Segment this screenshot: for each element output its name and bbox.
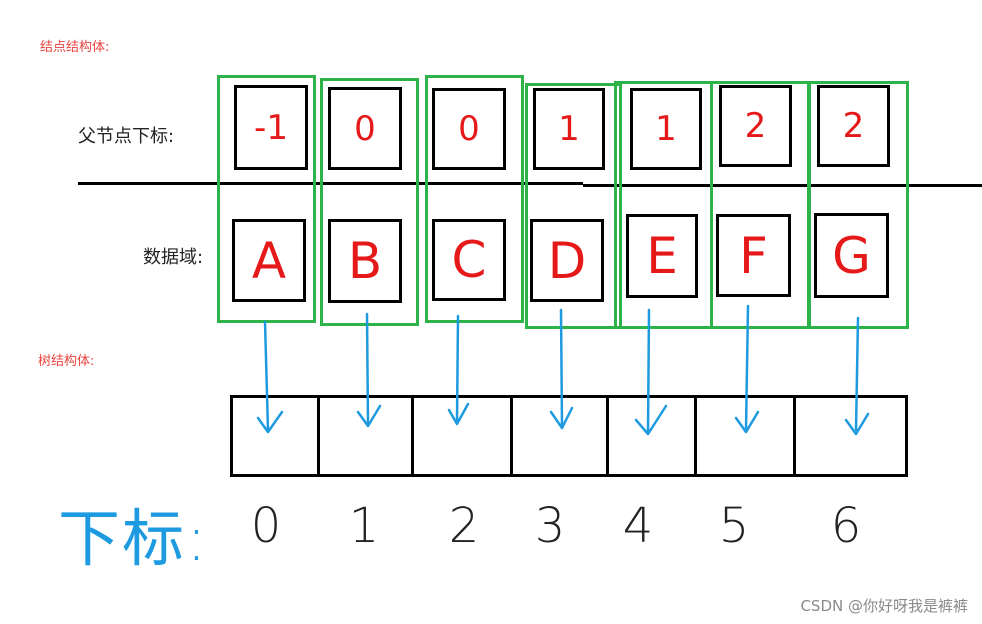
arrow-6 bbox=[854, 316, 860, 432]
parent-cell-1: 0 bbox=[328, 87, 402, 170]
index-6: 6 bbox=[830, 498, 862, 554]
arrow-3 bbox=[559, 308, 564, 428]
node-group-1 bbox=[320, 78, 419, 326]
data-cell-6: G bbox=[814, 213, 889, 298]
arrow-4-head bbox=[634, 404, 668, 436]
array-cell-6 bbox=[793, 395, 908, 477]
arrow-6-head bbox=[844, 412, 870, 436]
index-3: 3 bbox=[534, 498, 566, 554]
node-group-2 bbox=[425, 75, 524, 323]
arrow-1-head bbox=[356, 404, 382, 428]
tree-struct-label: 树结构体: bbox=[38, 354, 95, 369]
data-field-label: 数据域: bbox=[143, 247, 204, 268]
parent-index-label: 父节点下标: bbox=[78, 126, 175, 147]
parent-cell-0: -1 bbox=[234, 85, 308, 170]
arrow-1 bbox=[365, 312, 370, 426]
data-cell-3: D bbox=[530, 219, 604, 302]
arrow-4 bbox=[646, 308, 651, 434]
data-cell-5: F bbox=[716, 214, 791, 297]
separator-line-right bbox=[583, 184, 982, 187]
data-cell-2: C bbox=[432, 219, 506, 301]
data-cell-0: A bbox=[232, 219, 306, 302]
node-group-0 bbox=[217, 75, 316, 323]
index-2: 2 bbox=[448, 498, 480, 554]
arrow-5-head bbox=[734, 410, 760, 434]
data-cell-4: E bbox=[626, 214, 698, 298]
node-struct-label: 结点结构体: bbox=[40, 40, 110, 55]
arrow-0 bbox=[263, 320, 270, 432]
data-cell-1: B bbox=[328, 219, 402, 303]
separator-line-left bbox=[78, 182, 583, 185]
arrow-2 bbox=[455, 314, 460, 424]
node-group-3 bbox=[525, 83, 622, 329]
arrow-3-head bbox=[549, 406, 574, 430]
index-title: 下标: bbox=[58, 502, 209, 575]
index-5: 5 bbox=[718, 498, 750, 554]
parent-cell-6: 2 bbox=[817, 85, 890, 167]
arrow-0-head bbox=[256, 410, 284, 434]
watermark: CSDN @你好呀我是裤裤 bbox=[800, 597, 968, 615]
parent-cell-2: 0 bbox=[432, 88, 506, 170]
index-4: 4 bbox=[622, 498, 654, 554]
parent-cell-3: 1 bbox=[533, 88, 605, 170]
parent-cell-5: 2 bbox=[719, 85, 792, 167]
arrow-2-head bbox=[447, 402, 470, 426]
arrow-5 bbox=[744, 304, 750, 432]
index-1: 1 bbox=[348, 498, 380, 554]
index-0: 0 bbox=[250, 498, 282, 554]
parent-cell-4: 1 bbox=[630, 88, 702, 170]
